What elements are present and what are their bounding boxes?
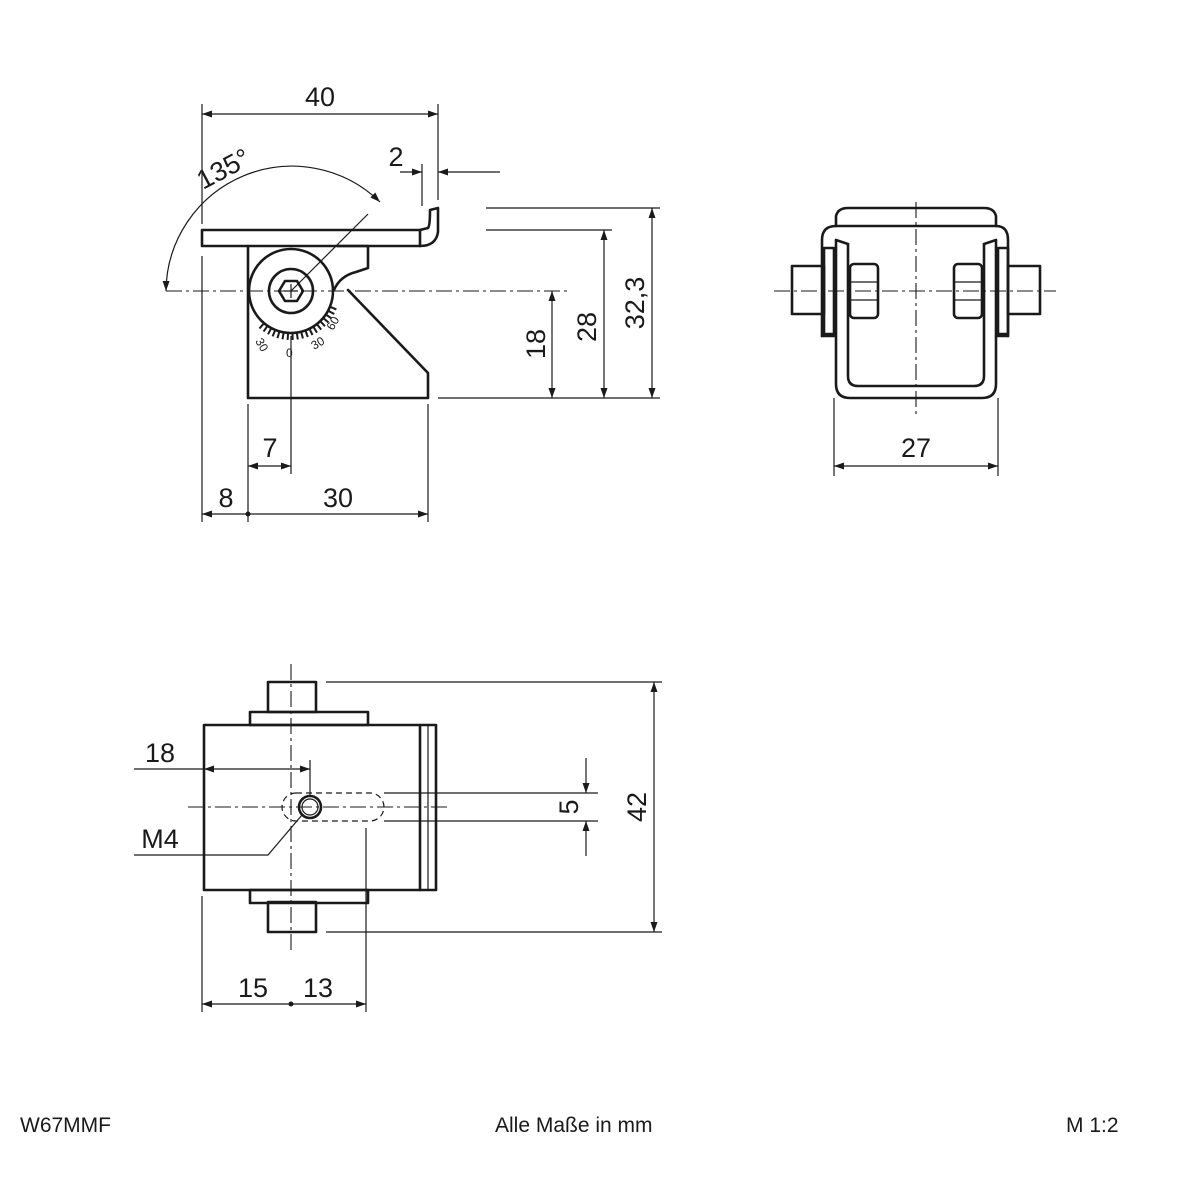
dim-135-degrees: 135° bbox=[192, 143, 255, 196]
slot bbox=[281, 792, 385, 822]
dim-27: 27 bbox=[901, 433, 931, 463]
hinge-bracket bbox=[332, 244, 370, 292]
scale-tick bbox=[316, 323, 322, 331]
scale-tick bbox=[281, 332, 285, 340]
dim-5: 5 bbox=[554, 799, 584, 814]
dim-40: 40 bbox=[305, 82, 335, 112]
stud-top bbox=[266, 680, 318, 714]
hex-nut-right bbox=[952, 262, 984, 320]
scale-tick bbox=[312, 326, 318, 334]
scale-tick bbox=[300, 331, 304, 339]
label-m4: M4 bbox=[141, 824, 179, 854]
scale-tick bbox=[295, 332, 299, 340]
angle-scale bbox=[258, 305, 337, 341]
dim-30: 30 bbox=[323, 483, 353, 513]
dim-18-offset: 18 bbox=[145, 738, 175, 768]
top-view: 18 M4 5 42 15 13 bbox=[134, 664, 662, 1012]
dim-42: 42 bbox=[622, 792, 652, 822]
scale-tick bbox=[258, 322, 265, 330]
front-view: 27 bbox=[774, 202, 1056, 476]
scale-mark-30-right: 30 bbox=[309, 334, 328, 353]
scale-mark-30-left: 30 bbox=[252, 336, 271, 355]
screw-stub-left bbox=[790, 264, 826, 316]
stud-bottom bbox=[266, 900, 318, 934]
dim-15: 15 bbox=[238, 973, 268, 1003]
scale-tick bbox=[276, 331, 281, 339]
scale-tick bbox=[286, 332, 290, 340]
scale-label: M 1:2 bbox=[1066, 1114, 1119, 1137]
scale-tick bbox=[329, 305, 337, 311]
side-view: 30 0 30 60 40 2 135° 32,3 28 18 bbox=[162, 82, 660, 522]
scale-tick bbox=[319, 320, 326, 327]
dim-7: 7 bbox=[262, 433, 277, 463]
dim-13: 13 bbox=[303, 973, 333, 1003]
dim-8: 8 bbox=[218, 483, 233, 513]
scale-tick bbox=[267, 327, 273, 335]
dim-28: 28 bbox=[572, 312, 602, 342]
screw-stub-right bbox=[1006, 264, 1042, 316]
top-plate bbox=[200, 228, 422, 248]
dim-32-3: 32,3 bbox=[620, 277, 650, 330]
scale-tick bbox=[327, 309, 335, 315]
outer-bracket bbox=[820, 224, 1010, 338]
units-note: Alle Maße in mm bbox=[495, 1114, 653, 1137]
part-number: W67MMF bbox=[20, 1114, 111, 1137]
dim-2: 2 bbox=[388, 142, 403, 172]
scale-mark-60: 60 bbox=[323, 314, 342, 333]
scale-tick bbox=[308, 328, 314, 336]
scale-tick bbox=[271, 329, 277, 337]
hook-lip bbox=[418, 206, 440, 248]
scale-tick bbox=[322, 317, 330, 324]
dim-18-height: 18 bbox=[521, 329, 551, 359]
scale-tick bbox=[262, 325, 269, 333]
scale-tick bbox=[304, 330, 309, 338]
scale-tick bbox=[325, 313, 333, 320]
body-outline bbox=[246, 244, 430, 400]
scale-mark-0: 0 bbox=[286, 346, 293, 360]
